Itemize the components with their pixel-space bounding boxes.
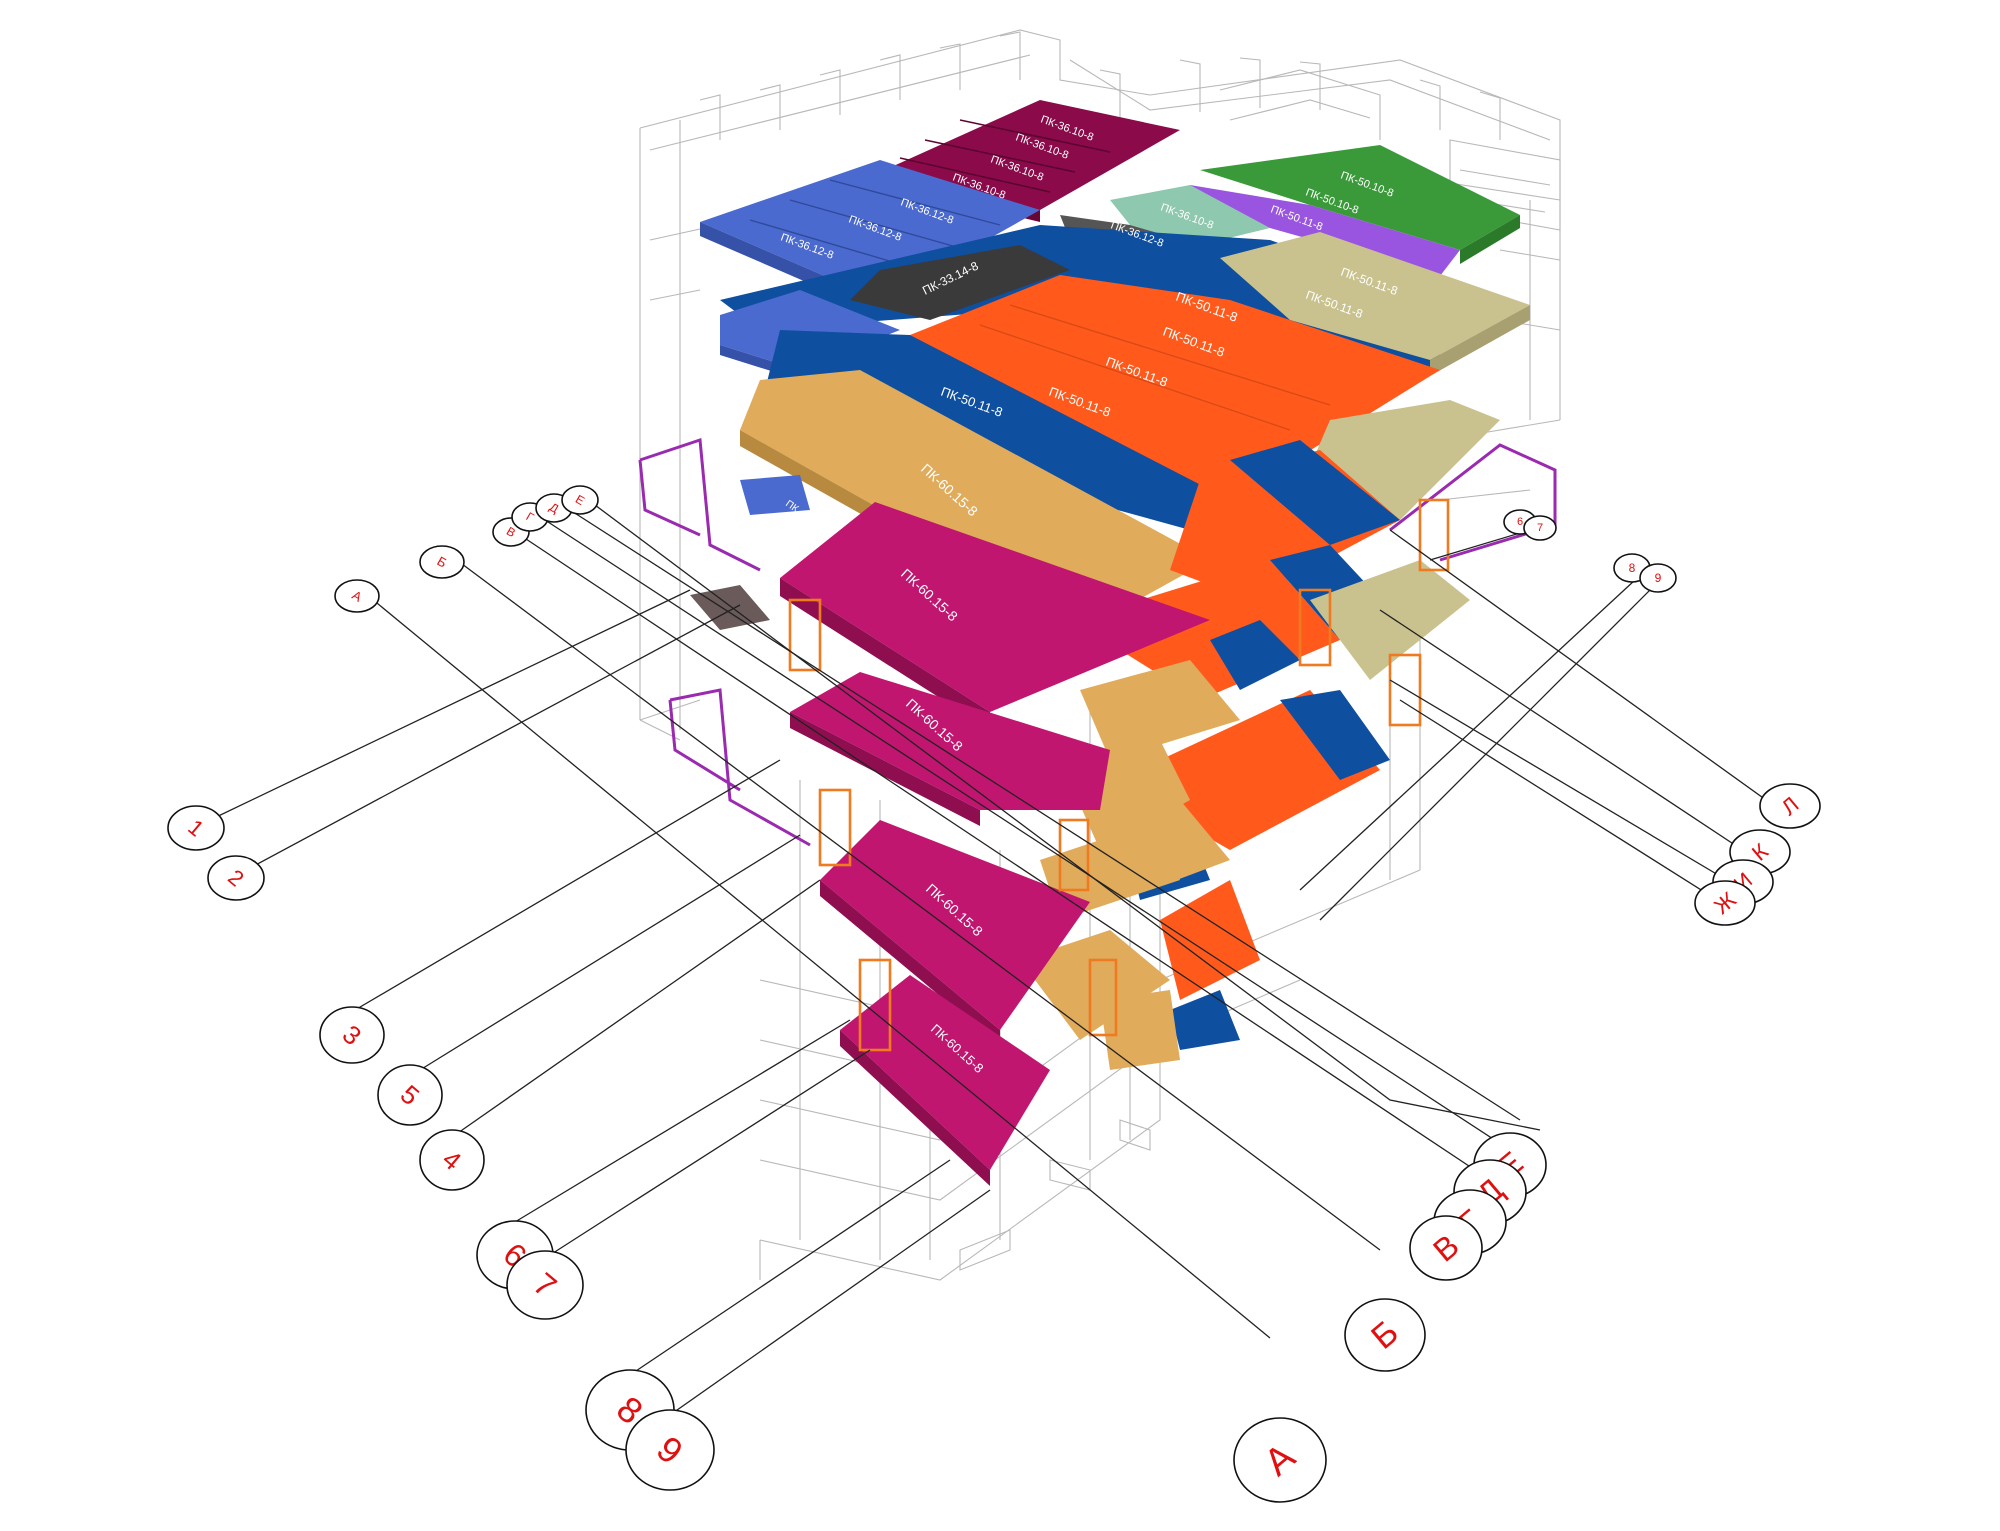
panel-mint-top [1110, 185, 1270, 245]
panel-dark [850, 245, 1070, 320]
railing-left-upper [638, 437, 761, 572]
axis-markers-left: 1 2 3 5 4 6 7 8 9 [167, 805, 715, 1491]
axis-top-9: 9 [1655, 571, 1662, 585]
axis-markers-top-right: 8 9 6 7 [1503, 509, 1677, 593]
panel-khaki-upper [1220, 232, 1530, 360]
window-frames [788, 498, 1450, 1052]
axis-leader-lines [209, 504, 1781, 1416]
axis-top-8: 8 [1629, 561, 1636, 575]
stair [690, 585, 770, 630]
panel-orange-main [910, 275, 1440, 500]
axis-top-6: 6 [1517, 516, 1523, 528]
panel-magenta-3 [820, 820, 1090, 1030]
panel-violet-top [1180, 185, 1460, 276]
railing-left-lower [668, 688, 811, 847]
panel-green-top [1200, 145, 1520, 250]
axis-markers-top-left: А Б В Г Д Е [334, 485, 599, 613]
panel-magenta-2 [790, 672, 1110, 810]
panel-tan-big [740, 370, 1210, 610]
slab-panels [690, 100, 1530, 1186]
panel-blue-top [700, 160, 1040, 300]
panel-magenta-4 [840, 975, 1050, 1170]
axis-top-7: 7 [1537, 522, 1543, 534]
panel-small-blue [740, 475, 810, 515]
panel-magenta-1 [780, 502, 1210, 712]
balcony-railings [638, 437, 1557, 847]
railing-right [1389, 443, 1557, 562]
axis-markers-right: Л К И Ж Е Д Г В Б А [1233, 783, 1821, 1503]
panel-maroon-block [880, 100, 1180, 210]
